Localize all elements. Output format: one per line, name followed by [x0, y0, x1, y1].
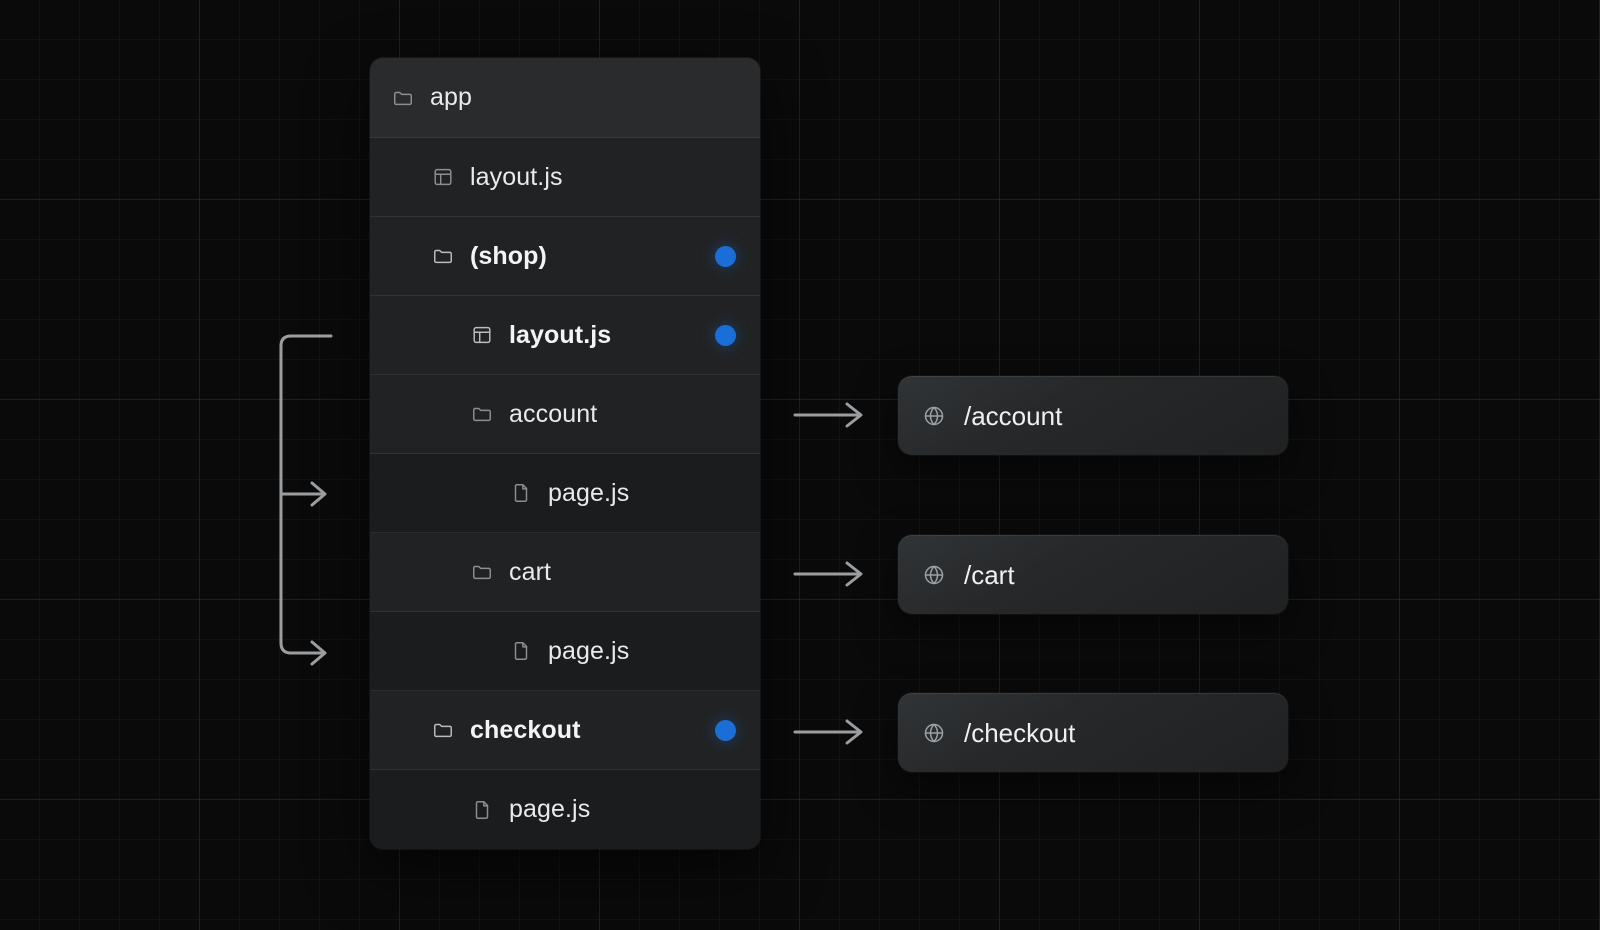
file-icon	[471, 799, 493, 821]
tree-row-label: cart	[509, 557, 552, 586]
tree-row[interactable]: app	[370, 58, 760, 138]
tree-row-label: layout.js	[470, 162, 563, 191]
tree-row[interactable]: account	[370, 375, 760, 454]
status-badge	[715, 245, 736, 267]
tree-row-label: page.js	[548, 478, 630, 507]
route-card-cart[interactable]: /cart	[898, 535, 1288, 614]
layout-panel-icon	[432, 166, 454, 188]
route-card-checkout[interactable]: /checkout	[898, 693, 1288, 772]
tree-row[interactable]: (shop)	[370, 217, 760, 296]
tree-row-label: checkout	[470, 715, 581, 744]
status-badge	[715, 719, 736, 741]
tree-row[interactable]: cart	[370, 533, 760, 612]
tree-row-label: app	[430, 83, 473, 111]
tree-row[interactable]: layout.js	[370, 138, 760, 217]
globe-icon	[922, 404, 946, 428]
file-icon	[510, 640, 532, 662]
tree-row-label: layout.js	[509, 320, 612, 349]
route-label: /account	[964, 400, 1063, 431]
tree-row[interactable]: page.js	[370, 612, 760, 691]
file-icon	[510, 482, 532, 504]
tree-row[interactable]: checkout	[370, 691, 760, 770]
tree-row-label: account	[509, 399, 598, 428]
file-tree-panel: app layout.js (shop) layout.js account	[370, 58, 760, 849]
folder-icon	[432, 719, 454, 741]
route-card-account[interactable]: /account	[898, 376, 1288, 455]
globe-icon	[922, 721, 946, 745]
globe-icon	[922, 563, 946, 587]
status-badge	[715, 324, 736, 346]
layout-panel-icon	[471, 324, 493, 346]
route-label: /cart	[964, 559, 1015, 590]
folder-icon	[392, 87, 414, 109]
folder-icon	[471, 561, 493, 583]
tree-row-label: (shop)	[470, 241, 547, 270]
tree-row-label: page.js	[548, 636, 630, 665]
folder-icon	[432, 245, 454, 267]
tree-row[interactable]: layout.js	[370, 296, 760, 375]
folder-icon	[471, 403, 493, 425]
route-label: /checkout	[964, 717, 1076, 748]
tree-row-label: page.js	[509, 795, 591, 823]
tree-row[interactable]: page.js	[370, 770, 760, 849]
tree-row[interactable]: page.js	[370, 454, 760, 533]
